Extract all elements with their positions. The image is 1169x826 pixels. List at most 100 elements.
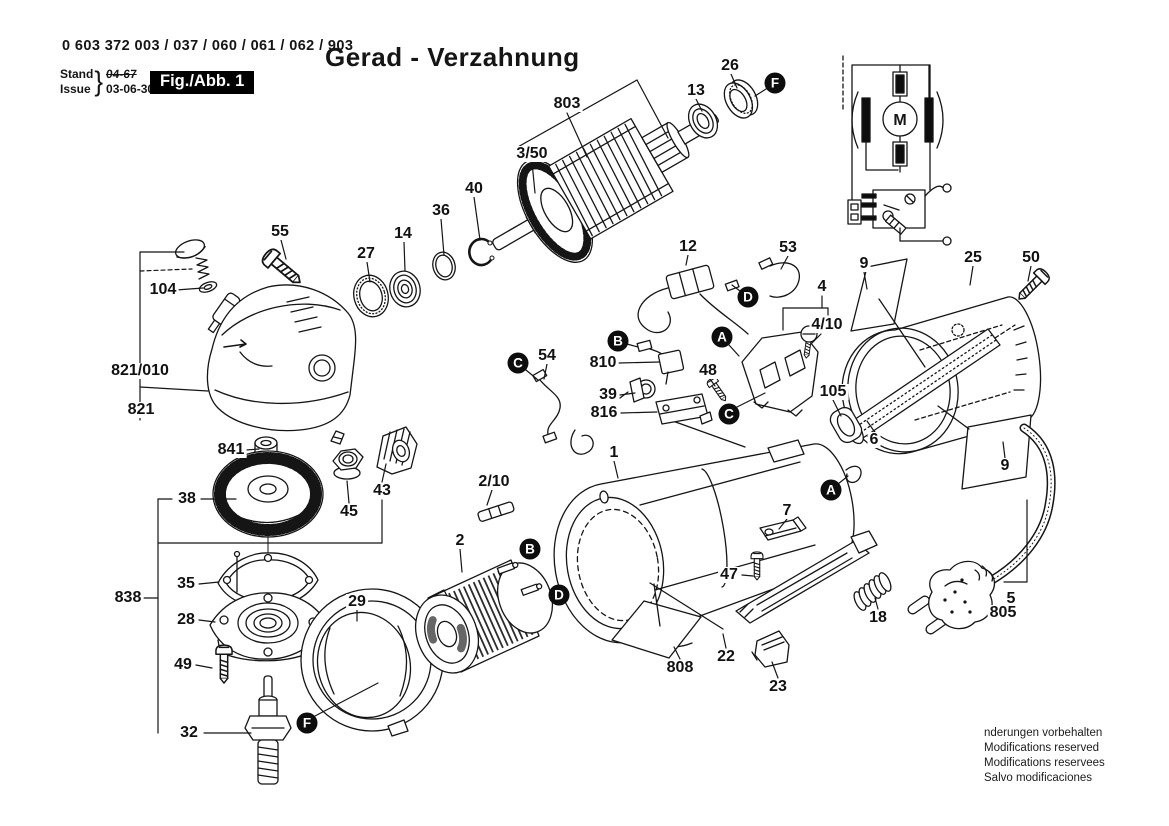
leader-line — [863, 271, 868, 290]
leader-line — [730, 73, 738, 89]
leader-line — [636, 79, 669, 139]
label-sheet-9-bottom — [937, 405, 1032, 490]
bearing-13 — [687, 103, 719, 139]
leader-line — [619, 392, 636, 396]
part-callout-838: 838 — [112, 589, 144, 606]
brush-holder-39 — [619, 377, 656, 403]
part-callout-105: 105 — [817, 383, 849, 400]
marker-B: B — [519, 538, 541, 560]
part-callout-49: 49 — [172, 656, 194, 673]
leader-line — [515, 79, 638, 149]
part-callout-27: 27 — [355, 245, 377, 262]
leader-line — [969, 265, 974, 286]
part-callout-22: 22 — [715, 648, 737, 665]
part-callout-40: 40 — [463, 180, 485, 197]
leader-line — [543, 363, 548, 380]
button-23 — [751, 630, 790, 668]
issue-label: Issue — [60, 81, 91, 96]
marker-C: C — [718, 403, 740, 425]
part-callout-841: 841 — [215, 441, 247, 458]
part-callout-2-10: 2/10 — [476, 473, 512, 490]
leader-line — [440, 218, 445, 256]
leader-line — [709, 378, 716, 387]
leader-line — [778, 518, 788, 530]
leader-line — [780, 255, 789, 270]
leader-line — [722, 633, 727, 649]
motor-symbol: M — [893, 112, 906, 129]
leader-line — [314, 682, 379, 717]
part-callout-808: 808 — [664, 659, 696, 676]
part-callout-6: 6 — [867, 431, 881, 448]
leader-line — [811, 333, 822, 344]
wire-hook-a — [845, 465, 862, 484]
spindle-lock-parts — [174, 239, 241, 334]
leader-line — [695, 98, 703, 112]
brace-glyph: } — [94, 65, 104, 97]
part-callout-48: 48 — [697, 362, 719, 379]
bevel-gear-38 — [212, 450, 324, 561]
part-callout-14: 14 — [392, 225, 414, 242]
part-callout-12: 12 — [677, 238, 699, 255]
leader-line — [531, 161, 536, 194]
slider-group — [611, 516, 892, 668]
leader-line — [473, 196, 481, 241]
marker-B: B — [607, 330, 629, 352]
washer-36 — [432, 251, 456, 281]
label-sheet-808 — [611, 583, 702, 659]
leader-line — [685, 254, 689, 266]
leader-line — [486, 489, 493, 506]
marker-A: A — [820, 479, 842, 501]
leader-line — [139, 386, 209, 392]
rear-cover-assembly — [829, 258, 1056, 635]
marker-F: F — [764, 72, 786, 94]
motor-housing-1 — [553, 419, 855, 648]
part-callout-50: 50 — [1020, 249, 1042, 266]
leader-line — [832, 399, 842, 417]
note-es: Salvo modificaciones — [984, 771, 1093, 784]
marker-A: A — [711, 326, 733, 348]
part-callout-35: 35 — [175, 575, 197, 592]
part-callout-810: 810 — [587, 354, 619, 371]
leader-line — [366, 261, 371, 283]
part-callout-7: 7 — [780, 502, 794, 519]
slider-22 — [735, 530, 878, 624]
ring-27 — [353, 274, 389, 318]
leader-line — [195, 664, 213, 669]
leader-line — [620, 411, 658, 414]
leader-line — [874, 597, 879, 610]
marker-D: D — [548, 584, 570, 606]
connector-12 — [665, 264, 715, 300]
flange-assembly — [209, 550, 328, 785]
note-de: nderungen vorbehalten — [984, 727, 1103, 739]
leader-line — [866, 420, 875, 432]
leader-line — [613, 460, 619, 479]
page-title: Gerad - Verzahnung — [325, 42, 580, 72]
marker-D: D — [737, 286, 759, 308]
part-callout-53: 53 — [777, 239, 799, 256]
cone-piece — [330, 430, 345, 445]
leader-line — [198, 581, 220, 585]
leader-line — [754, 88, 767, 97]
circlip-40 — [468, 237, 495, 267]
stand-label: Stand — [60, 67, 94, 82]
part-callout-2: 2 — [453, 532, 467, 549]
part-callout-816: 816 — [588, 404, 620, 421]
leader-line — [381, 463, 387, 483]
part-callout-54: 54 — [536, 347, 558, 364]
part-callout-821-010: 821/010 — [109, 362, 171, 379]
leader-line — [403, 241, 406, 272]
leader-line — [525, 369, 539, 381]
wiring-schematic: M — [842, 55, 952, 246]
spindle-32 — [244, 675, 292, 785]
part-callout-4: 4 — [815, 278, 829, 295]
part-callout-29: 29 — [346, 593, 368, 610]
leader-line — [771, 661, 779, 679]
part-callout-13: 13 — [685, 82, 707, 99]
leader-line — [736, 392, 766, 408]
part-callout-3-50: 3/50 — [514, 145, 550, 162]
bearing-14 — [389, 270, 421, 308]
leader-line — [280, 239, 287, 260]
leader-line — [566, 112, 588, 158]
